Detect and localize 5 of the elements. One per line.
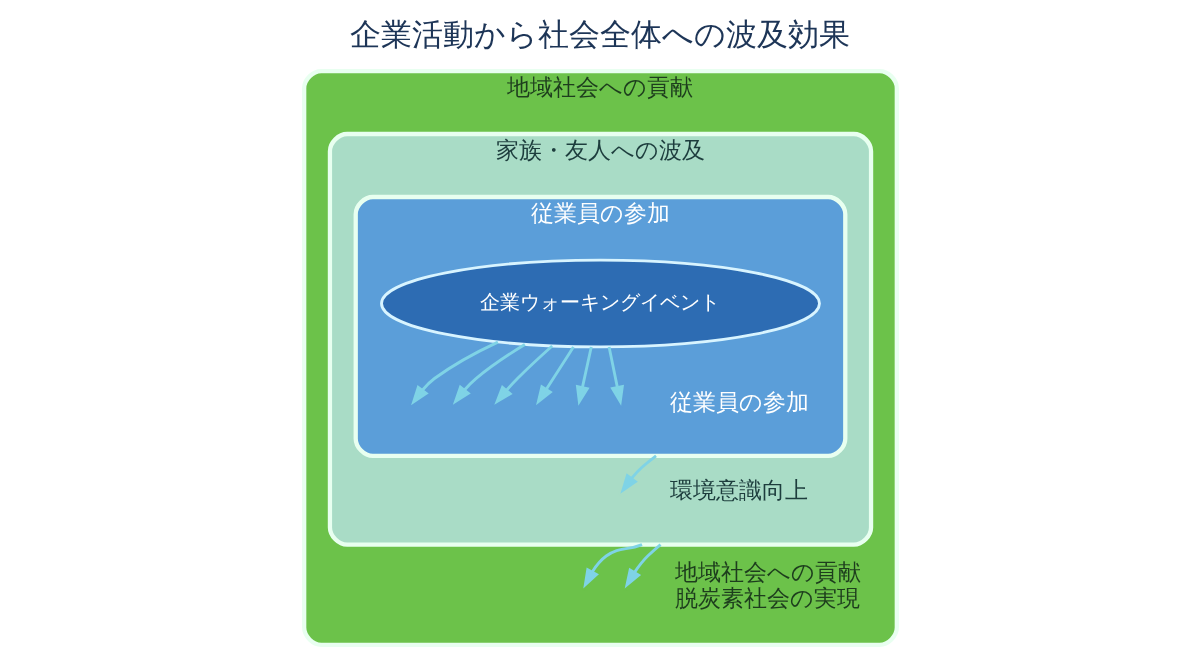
arrow — [619, 454, 657, 494]
arrow — [452, 343, 526, 405]
node-ellipse: 企業ウォーキングイベント — [379, 258, 821, 349]
arrow — [493, 344, 553, 405]
diagram-title: 企業活動から社会全体への波及効果 — [350, 15, 850, 52]
